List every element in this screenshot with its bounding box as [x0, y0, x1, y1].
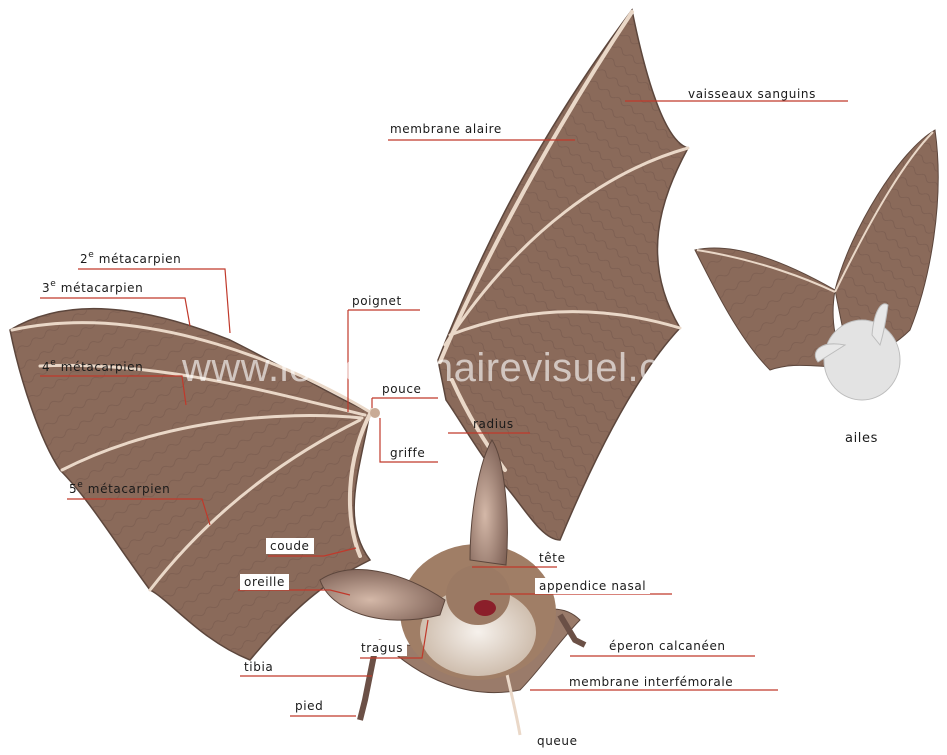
label-2e-metacarpien: 2e métacarpien [80, 252, 181, 266]
label-eperon-calcaneen: éperon calcanéen [609, 639, 726, 653]
watermark: www.ledictionnairevisuel.com [182, 346, 716, 391]
label-5e-metacarpien: 5e métacarpien [69, 482, 170, 496]
right-wing [438, 10, 688, 540]
head [446, 565, 510, 625]
label-membrane-interfemorale: membrane interfémorale [569, 675, 733, 689]
mouth [474, 600, 496, 616]
label-pied: pied [295, 699, 323, 713]
label-tibia: tibia [244, 660, 273, 674]
label-poignet: poignet [352, 294, 402, 308]
label-vaisseaux-sanguins: vaisseaux sanguins [688, 87, 816, 101]
label-membrane-alaire: membrane alaire [390, 122, 502, 136]
label-oreille: oreille [240, 574, 289, 590]
label-radius: radius [473, 417, 514, 431]
label-coude: coude [266, 538, 314, 554]
label-griffe: griffe [390, 446, 425, 460]
label-4e-metacarpien: 4e métacarpien [42, 360, 143, 374]
label-tete: tête [535, 550, 570, 566]
small-bat [695, 130, 938, 400]
label-queue: queue [537, 734, 578, 748]
label-appendice-nasal: appendice nasal [535, 578, 650, 594]
label-3e-metacarpien: 3e métacarpien [42, 281, 143, 295]
label-pouce: pouce [382, 382, 422, 396]
label-tragus: tragus [357, 640, 407, 656]
left-leg [360, 650, 375, 720]
label-ailes: ailes [845, 432, 878, 446]
